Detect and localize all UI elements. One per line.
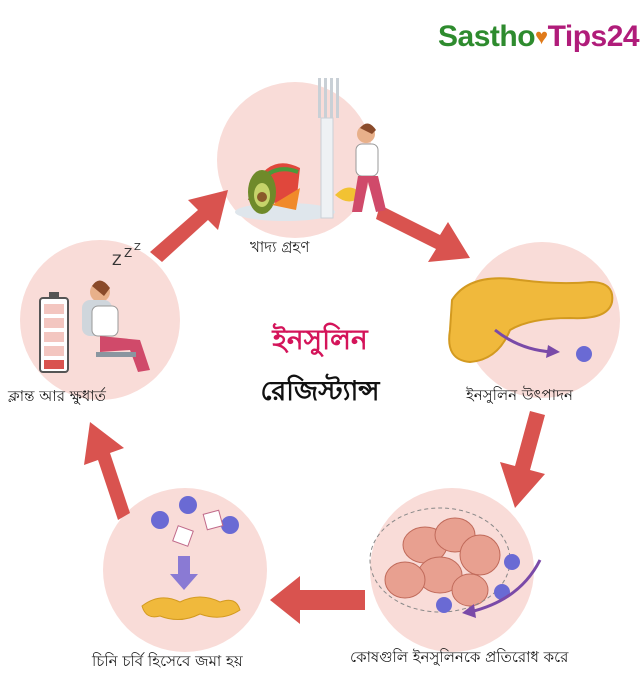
step-fat-label: চিনি চর্বি হিসেবে জমা হয়	[92, 652, 243, 670]
food-illustration	[235, 78, 386, 221]
center-title: ইনসুলিন রেজিস্ট্যান্স	[225, 318, 415, 416]
title-line-2: রেজিস্ট্যান্স	[260, 376, 380, 407]
fat-illustration	[141, 496, 241, 620]
svg-text:Z: Z	[134, 242, 141, 253]
step-tired-label: ক্লান্ত আর ক্ষুধার্ত	[8, 387, 106, 405]
heart-icon: ♥	[535, 24, 548, 49]
svg-text:Z: Z	[124, 246, 132, 260]
logo-text-part1: Sastho	[438, 20, 536, 53]
title-line-1: ইনসুলিন	[272, 323, 368, 356]
cells-illustration	[369, 507, 542, 618]
arrow-food-to-insulin	[376, 205, 470, 262]
svg-text:Z: Z	[112, 253, 122, 269]
pancreas-illustration	[448, 277, 614, 364]
step-food-label: খাদ্য গ্রহণ	[250, 238, 310, 256]
step-resist-label: কোষগুলি ইনসুলিনকে প্রতিরোধ করে	[350, 648, 569, 666]
logo-text-part2: Tips24	[547, 20, 640, 53]
arrow-resist-to-fat	[270, 576, 365, 624]
tired-illustration: Z Z Z	[39, 242, 150, 373]
brand-logo: Sastho♥Tips24	[438, 20, 640, 54]
arrow-insulin-to-resist	[500, 411, 545, 508]
step-insulin-label: ইনসুলিন উৎপাদন	[466, 386, 573, 404]
arrow-tired-to-food	[150, 190, 228, 262]
arrow-fat-to-tired	[84, 422, 130, 520]
